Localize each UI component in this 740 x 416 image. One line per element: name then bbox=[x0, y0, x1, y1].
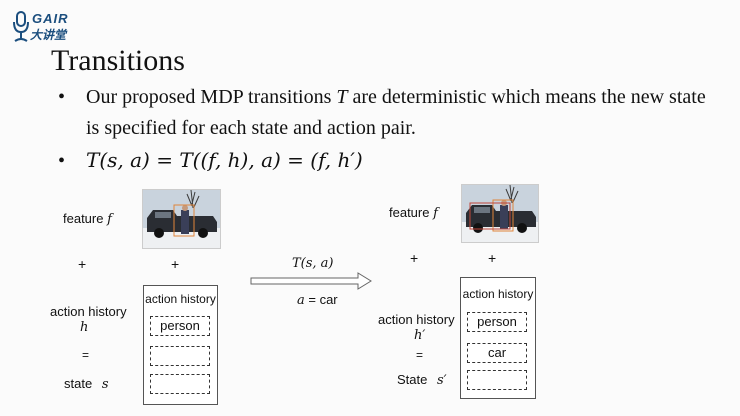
left-state-label: state s bbox=[64, 376, 108, 392]
left-slot-1: person bbox=[150, 316, 210, 336]
right-state-label: State s′ bbox=[397, 372, 447, 388]
right-equals: = bbox=[416, 348, 424, 362]
left-equals: = bbox=[82, 348, 90, 362]
left-plus-2: + bbox=[171, 256, 180, 272]
right-action-history-label: action history bbox=[378, 312, 455, 327]
right-truck-image bbox=[461, 184, 539, 243]
right-slot-1: person bbox=[467, 312, 527, 332]
logo-text-bottom: 大讲堂 bbox=[30, 28, 67, 42]
left-state-text: state bbox=[64, 376, 93, 391]
right-plus-2: + bbox=[488, 250, 497, 266]
left-feature-var: f bbox=[107, 212, 112, 227]
bullet-1-pre: Our proposed MDP transitions bbox=[86, 86, 337, 108]
right-state-text: State bbox=[397, 372, 428, 387]
left-action-history-label: action history bbox=[50, 304, 127, 319]
gair-logo: GAIR 大讲堂 bbox=[12, 9, 82, 43]
arrow-action-value: = car bbox=[304, 292, 338, 307]
left-feature-label: feature f bbox=[63, 211, 112, 227]
slide-title: Transitions bbox=[51, 44, 185, 77]
transition-equation: T(s, a) = T((f, h), a) = (f, h′) bbox=[86, 148, 363, 172]
left-action-history-var: h bbox=[80, 320, 89, 335]
right-feature-var: f bbox=[433, 206, 438, 221]
right-plus-1: + bbox=[410, 250, 419, 266]
right-slot-3 bbox=[467, 370, 527, 390]
left-state-var: s bbox=[101, 377, 109, 392]
arrow-action-var: a bbox=[297, 293, 305, 308]
bullet-dot-2: • bbox=[58, 150, 66, 172]
right-box-title: action history bbox=[462, 287, 534, 301]
bullet-1-line-2: is specified for each state and action p… bbox=[86, 117, 416, 139]
left-plus-1: + bbox=[78, 256, 87, 272]
arrow-top-label: T(s, a) bbox=[292, 256, 334, 271]
left-box-title: action history bbox=[145, 292, 216, 306]
arrow-bottom-label: a = car bbox=[297, 292, 338, 308]
left-slot-3 bbox=[150, 374, 210, 394]
right-state-var: s′ bbox=[436, 373, 447, 388]
bullet-dot-1: • bbox=[58, 86, 66, 108]
left-truck-image bbox=[142, 189, 221, 249]
right-slot-2: car bbox=[467, 343, 527, 363]
left-action-history-box: action history person bbox=[143, 285, 218, 405]
left-feature-text: feature bbox=[63, 211, 104, 226]
bullet-1-post: are deterministic which means the new st… bbox=[347, 86, 706, 108]
right-action-history-var: h′ bbox=[414, 328, 426, 343]
logo-text-top: GAIR bbox=[32, 11, 69, 26]
left-slot-2 bbox=[150, 346, 210, 366]
right-action-history-box: action history person car bbox=[460, 277, 536, 399]
bullet-1-line-1: Our proposed MDP transitions T are deter… bbox=[86, 86, 706, 109]
right-feature-text: feature bbox=[389, 205, 430, 220]
microphone-icon bbox=[13, 11, 29, 42]
right-feature-label: feature f bbox=[389, 205, 438, 221]
transition-arrow bbox=[250, 272, 372, 290]
bullet-1-var: T bbox=[336, 86, 348, 108]
